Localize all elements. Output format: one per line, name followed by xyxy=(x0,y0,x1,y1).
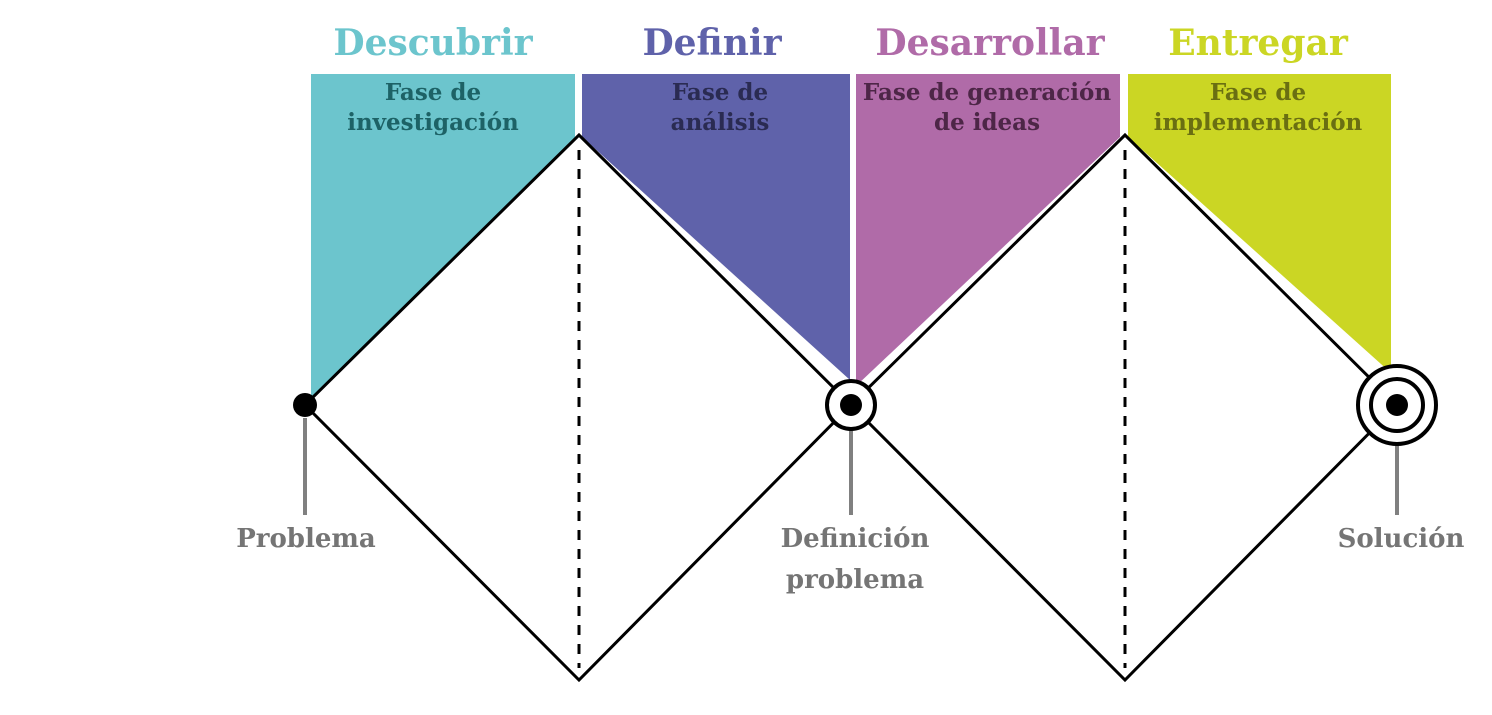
milestone-label-problem: Problema xyxy=(236,524,376,554)
double-target-icon xyxy=(1356,364,1438,446)
phase-subtitle-develop-line1: Fase de generación xyxy=(863,79,1111,106)
phase-title-define: Definir xyxy=(642,22,782,64)
target-icon xyxy=(825,379,877,431)
milestone-label-definition-line2: problema xyxy=(786,565,924,595)
discover-panel xyxy=(311,74,575,401)
phase-title-develop: Desarrollar xyxy=(875,22,1105,64)
dot-icon xyxy=(293,393,317,417)
phase-subtitle-deliver-line1: Fase de xyxy=(1210,79,1306,106)
deliver-panel xyxy=(1128,74,1391,373)
phase-title-deliver: Entregar xyxy=(1168,22,1349,64)
phase-subtitle-discover-line2: investigación xyxy=(347,109,519,136)
milestone-label-definition-line1: Definición xyxy=(781,524,930,554)
phase-title-discover: Descubrir xyxy=(333,22,533,64)
phase-subtitle-deliver-line2: implementación xyxy=(1154,109,1363,136)
phase-subtitle-develop-line2: de ideas xyxy=(934,109,1040,136)
define-panel xyxy=(582,74,850,380)
phase-subtitle-define-line2: análisis xyxy=(671,109,770,136)
develop-panel xyxy=(856,74,1120,386)
milestone-label-solution: Solución xyxy=(1338,524,1465,554)
phase-subtitle-define-line1: Fase de xyxy=(672,79,768,106)
phase-subtitle-discover-line1: Fase de xyxy=(385,79,481,106)
